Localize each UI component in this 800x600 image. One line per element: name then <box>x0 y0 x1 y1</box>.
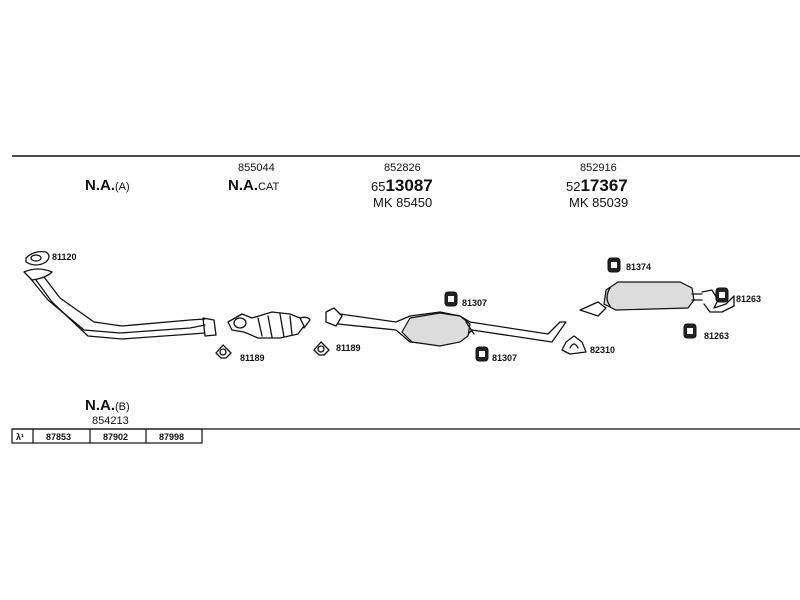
mid-clamp-part-number: 82310 <box>590 345 615 355</box>
variant-b-heading: N.A.(B) <box>85 397 130 414</box>
cat-seal-2-part-number: 81189 <box>336 343 361 353</box>
col-rear-ref: 852916 <box>580 162 617 174</box>
lambda-cell-3: 87998 <box>159 432 184 442</box>
col-mid-ref: 852826 <box>384 162 421 174</box>
rear-hanger-bottom-icon <box>683 323 697 339</box>
col-cat-heading: N.A.CAT <box>228 177 279 194</box>
mid-hanger-top-icon <box>444 291 458 307</box>
lambda-symbol: λ¹ <box>16 432 24 442</box>
rear-hanger-bottom-part-number: 81263 <box>704 331 729 341</box>
lambda-cell-2: 87902 <box>103 432 128 442</box>
col-rear-mk: MK 85039 <box>569 195 628 210</box>
front-gasket-part-number: 81120 <box>52 252 77 262</box>
catalytic-converter <box>227 311 311 339</box>
mid-hanger-top-part-number: 81307 <box>462 298 487 308</box>
mid-hanger-bottom-icon <box>475 346 489 362</box>
rear-hanger-right-icon <box>715 287 729 303</box>
col-a-heading: N.A.(A) <box>85 177 130 194</box>
cat-seal-2-icon <box>313 341 330 356</box>
tail-pipe <box>701 289 735 313</box>
rear-hanger-right-part-number: 81263 <box>736 294 761 304</box>
rear-silencer <box>579 281 703 317</box>
lambda-cell-1: 87853 <box>46 432 71 442</box>
mid-clamp-icon <box>561 335 587 355</box>
col-cat-ref: 855044 <box>238 162 275 174</box>
col-rear-number: 5217367 <box>566 176 628 195</box>
cat-seal-1-icon <box>215 344 232 359</box>
mid-hanger-bottom-part-number: 81307 <box>492 353 517 363</box>
front-gasket <box>25 250 50 266</box>
cat-seal-1-part-number: 81189 <box>240 353 265 363</box>
col-mid-mk: MK 85450 <box>373 195 432 210</box>
variant-b-ref: 854213 <box>92 415 129 427</box>
rear-hanger-top-icon <box>607 257 621 273</box>
middle-silencer-pipe <box>325 307 567 347</box>
front-pipe <box>23 268 217 340</box>
lambda-table <box>11 428 800 444</box>
rear-hanger-top-part-number: 81374 <box>626 262 651 272</box>
col-mid-number: 6513087 <box>371 176 433 195</box>
